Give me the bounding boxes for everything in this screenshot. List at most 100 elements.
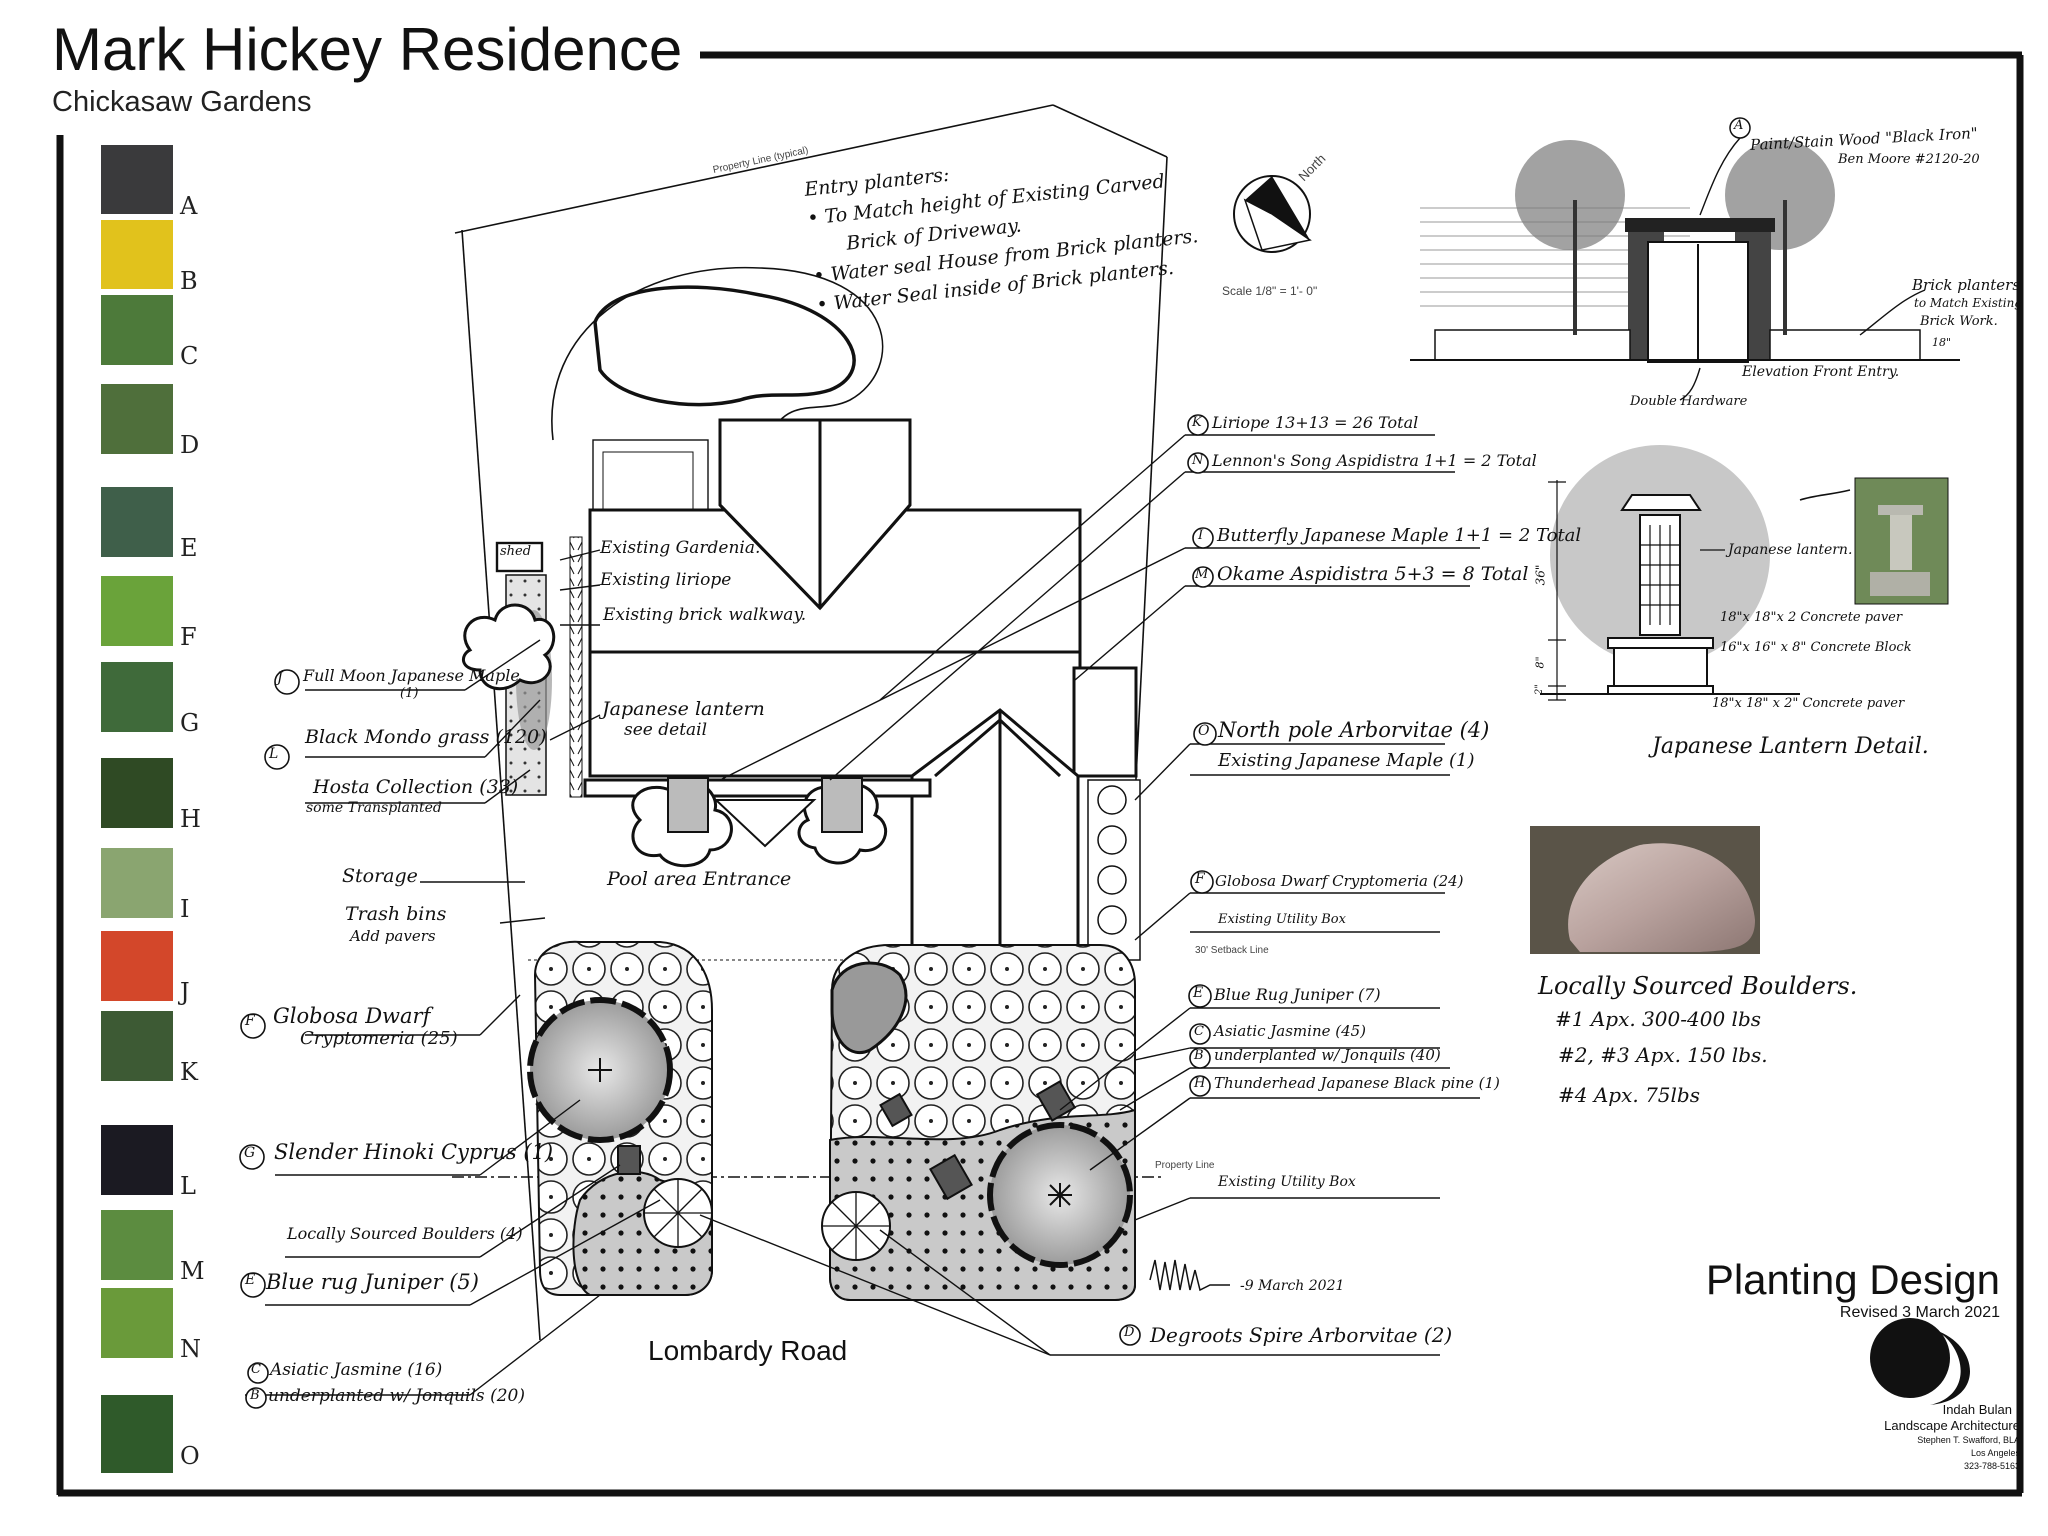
black-mondo-label: Black Mondo grass (120) <box>305 726 547 748</box>
lantern-detail-title: Japanese Lantern Detail. <box>1652 734 1929 759</box>
key-g: G <box>244 1145 256 1161</box>
key-j: J <box>277 670 283 686</box>
lennons-label: Lennon's Song Aspidistra 1+1 = 2 Total <box>1212 451 1537 470</box>
lantern-label: Japanese lantern <box>602 698 765 720</box>
legend-key-h: H <box>180 805 201 833</box>
key-m: M <box>1195 567 1209 582</box>
signature-date: -9 March 2021 <box>1240 1278 1345 1294</box>
key-l: L <box>269 746 279 762</box>
brick-note-2: to Match Existing <box>1914 296 2022 310</box>
side-yard-planting <box>462 536 1141 961</box>
legend-key-i: I <box>180 895 190 923</box>
jasmine-left-label: Asiatic Jasmine (16) <box>270 1360 443 1380</box>
boulder-item-2: #2, #3 Apx. 150 lbs. <box>1558 1043 1768 1067</box>
full-moon-qty: (1) <box>400 686 419 701</box>
liriope-right-label: Liriope 13+13 = 26 Total <box>1212 413 1419 432</box>
property-line-short-label: Property Line <box>1155 1160 1215 1171</box>
setback-label: 30' Setback Line <box>1195 945 1269 956</box>
legend-swatch-e <box>101 487 173 557</box>
boulders-left-label: Locally Sourced Boulders (4) <box>287 1224 523 1243</box>
boulder-photo <box>1530 826 1760 954</box>
lantern-detail-drawing <box>1540 445 1949 701</box>
scale-label: Scale 1/8" = 1'- 0" <box>1222 284 1318 298</box>
legend-key-l: L <box>180 1172 196 1200</box>
existing-gardenia-label: Existing Gardenia. <box>600 538 761 558</box>
legend-key-j: J <box>180 978 190 1006</box>
north-pole-label: North pole Arborvitae (4) <box>1218 718 1490 742</box>
key-f-right: F <box>1195 871 1205 887</box>
road-label: Lombardy Road <box>648 1335 848 1366</box>
boulder-item-1: #1 Apx. 300-400 lbs <box>1555 1007 1762 1031</box>
firm-city: Los Angeles <box>1970 1448 2020 1458</box>
trash-label: Trash bins <box>345 903 447 925</box>
globosa-right-label: Globosa Dwarf Cryptomeria (24) <box>1215 872 1464 890</box>
designer-name: Stephen T. Swafford, BLA <box>1917 1435 2020 1445</box>
hosta-label: Hosta Collection (33) <box>313 776 519 798</box>
jonquils-right-label: underplanted w/ Jonquils (40) <box>1214 1046 1441 1064</box>
legend-key-a: A <box>180 192 198 220</box>
okame-label: Okame Aspidistra 5+3 = 8 Total <box>1217 563 1529 585</box>
double-hardware-label: Double Hardware <box>1630 394 1748 409</box>
legend-swatch-d <box>101 384 173 454</box>
leader-lines <box>245 434 1480 1396</box>
key-b-left: B <box>250 1388 260 1403</box>
legend-swatch-n <box>101 1288 173 1358</box>
brick-note: Brick planters <box>1912 276 2021 294</box>
sheet-title: Planting Design <box>1705 1256 2000 1303</box>
legend-swatch-c <box>101 295 173 365</box>
brick-note-3: Brick Work. <box>1920 314 1998 329</box>
existing-maple-label: Existing Japanese Maple (1) <box>1218 750 1475 771</box>
legend-key-c: C <box>180 342 199 370</box>
trash-sub-label: Add pavers <box>350 927 436 945</box>
dim-top: 36" <box>1533 564 1548 586</box>
legend-key-e: E <box>180 534 198 562</box>
boulders-title: Locally Sourced Boulders. <box>1538 972 1858 1000</box>
brick-dim: 18" <box>1932 336 1952 349</box>
firm-sub: Landscape Architecture <box>1884 1418 2020 1433</box>
storage-label: Storage <box>342 865 418 887</box>
dim-low: 2" <box>1533 684 1545 695</box>
legend-swatch-i <box>101 848 173 918</box>
blue-rug-left-label: Blue rug Juniper (5) <box>266 1270 479 1294</box>
key-c-left: C <box>251 1362 261 1377</box>
lantern-detail-label: Japanese lantern. <box>1728 542 1853 558</box>
legend-swatch-b <box>101 220 173 289</box>
legend-swatch-m <box>101 1210 173 1280</box>
legend-swatch-k <box>101 1011 173 1081</box>
key-i: I <box>1198 528 1204 543</box>
thunderhead-label: Thunderhead Japanese Black pine (1) <box>1214 1074 1500 1092</box>
front-right-bed <box>821 785 1136 1301</box>
legend-swatch-j <box>101 931 173 1001</box>
elevation-drawing <box>1410 117 1960 401</box>
firm-phone: 323-788-5163 <box>1963 1461 2020 1471</box>
north-arrow <box>1233 175 1312 253</box>
degroots-label: Degroots Spire Arborvitae (2) <box>1150 1323 1453 1347</box>
key-e-left: E <box>245 1272 256 1288</box>
firm-logo <box>1870 1318 1970 1405</box>
elevation-marker: A <box>1734 118 1744 133</box>
legend-swatch-h <box>101 758 173 828</box>
signature <box>1149 1259 1230 1292</box>
key-c-right: C <box>1194 1024 1204 1039</box>
key-b-right: B <box>1194 1048 1204 1063</box>
lantern-sub-label: see detail <box>624 720 708 740</box>
butterfly-label: Butterfly Japanese Maple 1+1 = 2 Total <box>1217 525 1582 546</box>
utility-box-label: Existing Utility Box <box>1218 912 1346 927</box>
plan-callout-circles <box>239 414 1217 1409</box>
boulder-item-3: #4 Apx. 75lbs <box>1558 1083 1700 1107</box>
utility-box2-label: Existing Utility Box <box>1218 1174 1356 1190</box>
key-f-left: F <box>245 1013 255 1029</box>
key-n: N <box>1192 453 1204 468</box>
legend-swatch-o <box>101 1395 173 1473</box>
drawing-frame <box>56 51 2024 1497</box>
legend-key-k: K <box>180 1058 198 1086</box>
elevation-note-sub: Ben Moore #2120-20 <box>1838 152 1980 167</box>
key-k: K <box>1192 415 1202 430</box>
revised-date: Revised 3 March 2021 <box>1839 1304 2000 1321</box>
page-subtitle: Chickasaw Gardens <box>52 86 312 118</box>
existing-liriope-label: Existing liriope <box>600 570 732 590</box>
hosta-sub-label: some Transplanted <box>306 800 442 816</box>
elevation-title: Elevation Front Entry. <box>1742 364 1900 380</box>
legend-key-f: F <box>180 623 197 651</box>
pool <box>551 266 884 441</box>
